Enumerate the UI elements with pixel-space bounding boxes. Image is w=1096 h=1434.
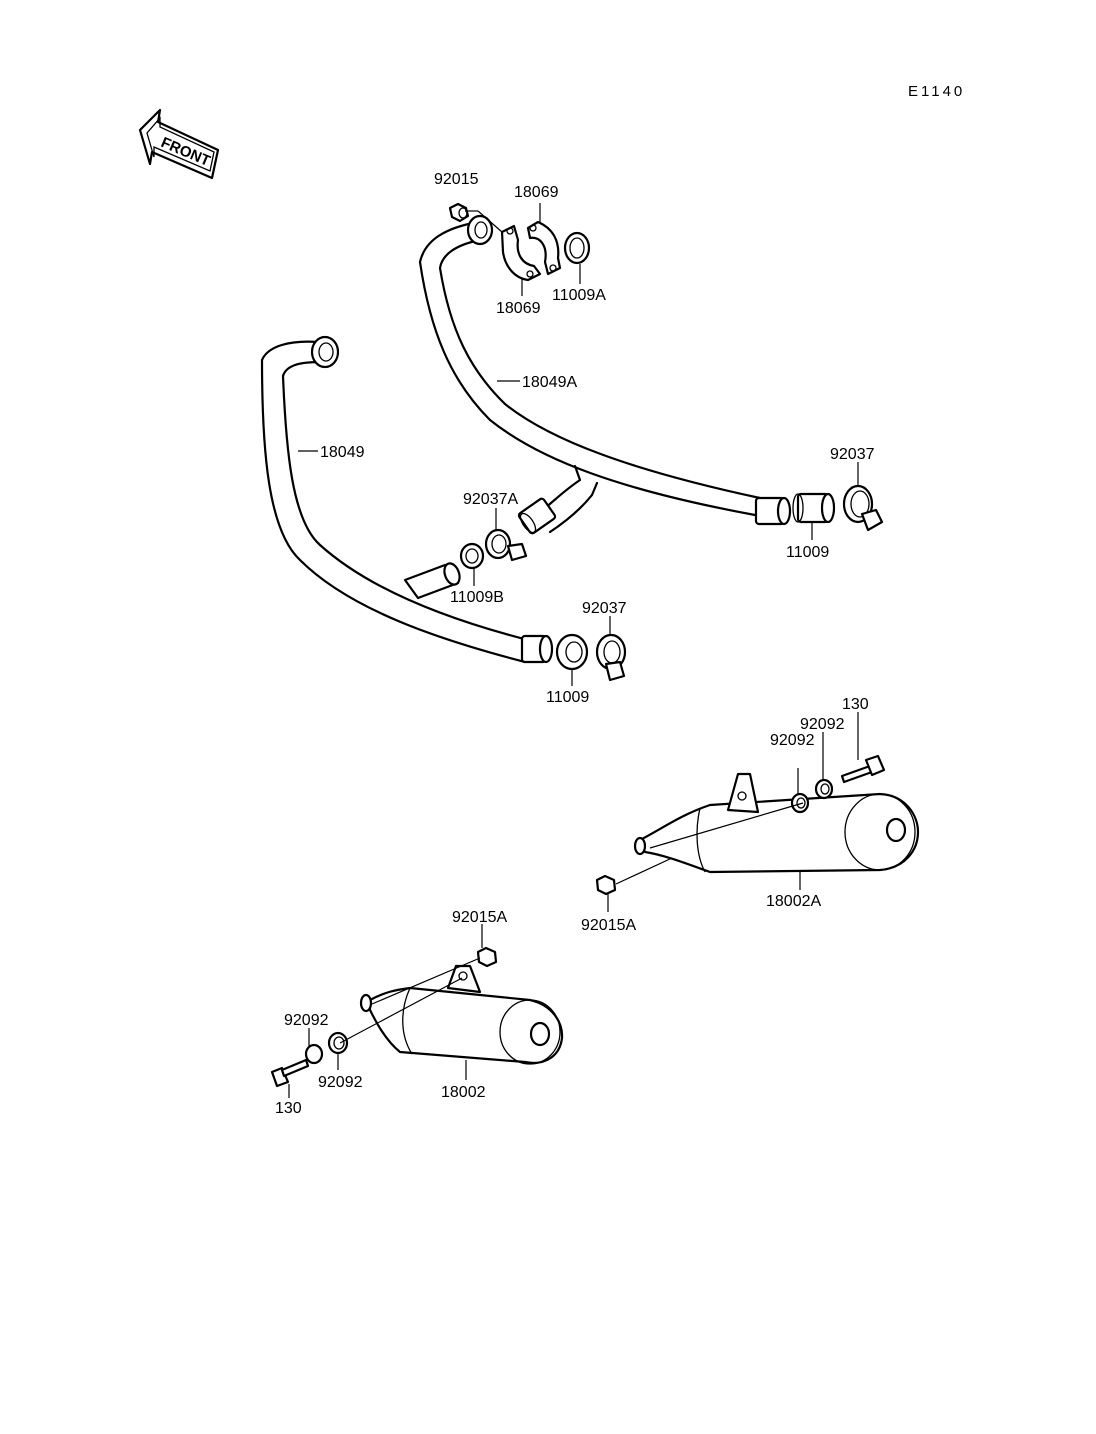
- grommet-92092-left-a: [304, 1043, 324, 1065]
- label-18049a: 18049A: [522, 374, 577, 391]
- clamp-92037-mid: [595, 633, 627, 682]
- grommet-92092-right-b: [790, 792, 810, 814]
- holder-18069-lower: [500, 224, 542, 282]
- connector-11009-right: [792, 492, 836, 524]
- label-11009a: 11009A: [552, 287, 606, 304]
- label-92015a-right: 92015A: [581, 917, 636, 934]
- label-130-right: 130: [842, 696, 869, 713]
- clamp-92037a: [484, 528, 528, 562]
- label-92092-left-a: 92092: [284, 1012, 329, 1029]
- label-92037a: 92037A: [463, 491, 518, 508]
- diagram-code: E1140: [908, 83, 965, 100]
- exhaust-pipe-18049: [260, 335, 554, 664]
- label-130-left: 130: [275, 1100, 302, 1117]
- leader-lines: [288, 203, 859, 1098]
- label-92037-mid: 92037: [582, 600, 627, 617]
- clamp-92037-right: [842, 484, 884, 532]
- holder-18069-upper: [526, 220, 562, 276]
- label-92037-right: 92037: [830, 446, 875, 463]
- bolt-130-left: [270, 1058, 310, 1088]
- exhaust-pipe-18049a: [418, 214, 792, 535]
- label-18002: 18002: [441, 1084, 486, 1101]
- nut-92015: [448, 202, 470, 223]
- connector-11009-mid: [555, 633, 589, 671]
- label-11009-mid: 11009: [546, 689, 589, 706]
- bolt-130-right: [840, 754, 886, 784]
- label-18069-bottom: 18069: [496, 300, 541, 317]
- front-arrow-icon: FRONT: [138, 108, 220, 180]
- label-18002a: 18002A: [766, 893, 821, 910]
- label-11009b: 11009B: [450, 589, 504, 606]
- label-92015a-left: 92015A: [452, 909, 507, 926]
- collar-92092-right-a: [814, 778, 834, 800]
- muffler-18002a: [633, 772, 920, 874]
- nut-92015a-right: [595, 874, 617, 896]
- connector-11009b: [459, 542, 485, 570]
- label-11009-right: 11009: [786, 544, 829, 561]
- label-92092-left-b: 92092: [318, 1074, 363, 1091]
- label-92092-right-b: 92092: [770, 732, 815, 749]
- collar-92092-left-b: [327, 1031, 349, 1055]
- gasket-11009a: [563, 231, 591, 265]
- label-18049: 18049: [320, 444, 365, 461]
- label-18069-top: 18069: [514, 184, 559, 201]
- nut-92015a-left: [476, 946, 498, 968]
- label-92092-right-a: 92092: [800, 716, 845, 733]
- muffler-18002: [359, 964, 564, 1065]
- label-92015: 92015: [434, 171, 479, 188]
